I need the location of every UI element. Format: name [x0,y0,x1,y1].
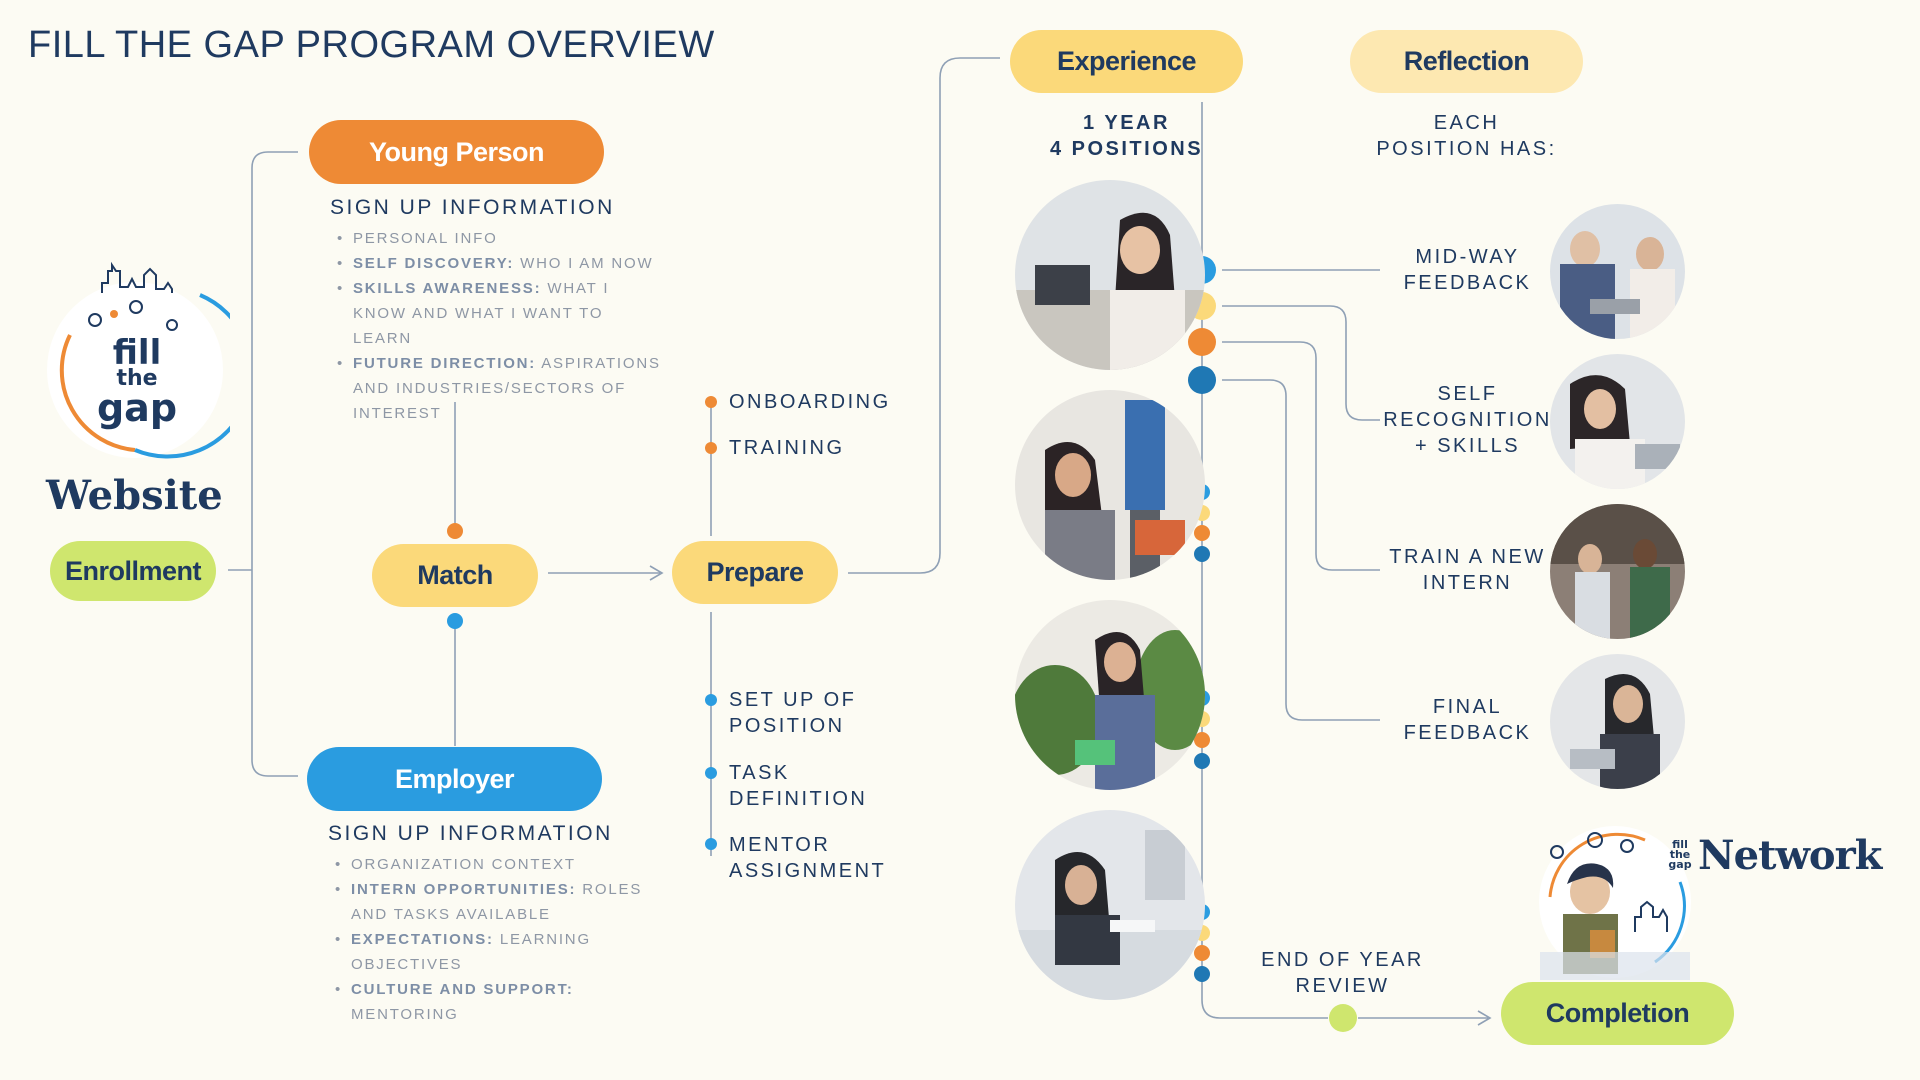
reflection-item-final-feedback: FINAL FEEDBACK [1403,696,1532,744]
employer-node[interactable]: Employer [307,747,602,811]
reflection-photo-3 [1550,504,1685,639]
enrollment-node[interactable]: Enrollment [50,541,216,601]
list-item: SKILLS AWARENESS: WHAT I KNOW AND WHAT I… [337,276,667,351]
end-of-year-review-label: END OF YEAR REVIEW [1261,949,1424,997]
list-item: ORGANIZATION CONTEXT [335,852,655,877]
logo-gap-text: gap [96,386,178,431]
reflection-position-has: POSITION HAS: [1376,138,1557,160]
young-person-node[interactable]: Young Person [309,120,604,184]
logo-fill-text: fill [112,333,162,373]
fill-the-gap-logo[interactable]: fill the gap [40,235,254,465]
experience-photo-2 [1015,390,1205,580]
young-person-info-list: PERSONAL INFO SELF DISCOVERY: WHO I AM N… [337,226,667,426]
reflection-photo-1 [1550,204,1685,339]
reflection-item-train-new-intern: TRAIN A NEW INTERN [1389,546,1546,594]
reflection-item-self-recognition: SELF RECOGNITION + SKILLS [1383,383,1552,457]
experience-years: 1 YEAR [1083,112,1170,134]
reflection-item-mid-way-feedback: MID-WAY FEEDBACK [1403,246,1532,294]
reflection-photo-4 [1550,654,1685,789]
logo-the-text: the [116,366,158,392]
experience-photo-3 [1015,600,1205,790]
network-caption: Network [1698,832,1882,879]
match-node[interactable]: Match [372,544,538,607]
experience-photo-4 [1015,810,1205,1000]
list-item: INTERN OPPORTUNITIES: ROLES AND TASKS AV… [335,877,655,927]
list-item: SELF DISCOVERY: WHO I AM NOW [337,251,667,276]
list-item: FUTURE DIRECTION: ASPIRATIONS AND INDUST… [337,351,667,426]
list-item: PERSONAL INFO [337,226,667,251]
reflection-node[interactable]: Reflection [1350,30,1583,93]
step-onboarding: ONBOARDING [729,391,891,413]
experience-node[interactable]: Experience [1010,30,1243,93]
step-set-up-of-position: SET UP OF POSITION [729,689,857,737]
young-person-info-heading: SIGN UP INFORMATION [330,196,615,219]
prepare-node[interactable]: Prepare [672,541,838,604]
reflection-subtitle: EACH POSITION HAS: [1350,110,1583,162]
page-title: FILL THE GAP PROGRAM OVERVIEW [28,24,715,66]
list-item: EXPECTATIONS: LEARNING OBJECTIVES [335,927,655,977]
employer-info-list: ORGANIZATION CONTEXT INTERN OPPORTUNITIE… [335,852,655,1027]
completion-node[interactable]: Completion [1501,982,1734,1045]
step-training: TRAINING [729,437,845,459]
list-item: CULTURE AND SUPPORT: MENTORING [335,977,655,1027]
step-task-definition: TASK DEFINITION [729,762,868,810]
reflection-each: EACH [1433,112,1500,134]
experience-photo-1 [1015,180,1205,370]
employer-info-heading: SIGN UP INFORMATION [328,822,613,845]
experience-subtitle: 1 YEAR 4 POSITIONS [1010,110,1243,162]
reflection-photo-2 [1550,354,1685,489]
step-mentor-assignment: MENTOR ASSIGNMENT [729,834,887,882]
experience-positions: 4 POSITIONS [1049,138,1204,160]
network-logo[interactable] [1535,822,1695,980]
website-caption: Website [46,472,223,519]
network-small-logo-text: fill the gap [1668,838,1692,871]
